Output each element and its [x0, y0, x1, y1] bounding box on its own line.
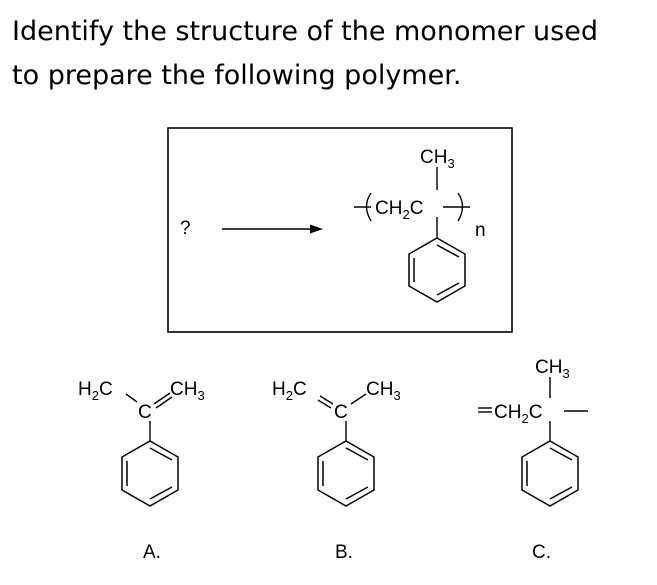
benzene-ring-icon [121, 440, 179, 507]
right-bracket-icon [457, 192, 464, 222]
choice-c[interactable]: CH3 CH2C C. [478, 357, 588, 563]
choice-a-left-group: H2C [78, 379, 113, 403]
choice-a[interactable]: H2C C CH3 A. [78, 379, 205, 563]
polymer-methyl: CH3 [420, 147, 455, 171]
choice-b-left-group: H2C [272, 379, 307, 403]
benzene-ring-icon [317, 440, 375, 507]
choice-a-right-group: CH3 [170, 379, 205, 403]
choice-b-label: B. [335, 542, 353, 563]
choice-a-center: C [138, 402, 152, 423]
polymer-structure: CH3 CH2C n [354, 147, 486, 303]
reaction-box: ? CH3 CH2C n [167, 127, 513, 333]
reaction-arrow-icon [222, 224, 323, 234]
question-text: Identify the structure of the monomer us… [12, 10, 652, 98]
choice-c-methyl: CH3 [535, 357, 570, 381]
benzene-ring-icon [521, 440, 579, 507]
reaction-frame [167, 127, 513, 333]
repeat-index: n [475, 220, 486, 241]
choice-b-center: C [334, 402, 348, 423]
question-line-2: to prepare the following polymer. [12, 60, 462, 91]
choice-b-right-group: CH3 [366, 379, 401, 403]
choice-b[interactable]: H2C C CH3 B. [272, 379, 401, 563]
benzene-ring-icon [408, 237, 466, 303]
polymer-backbone: CH2C [375, 198, 423, 222]
choice-c-label: C. [532, 542, 551, 563]
unknown-monomer: ? [180, 218, 191, 239]
choice-a-label: A. [143, 542, 161, 563]
choice-c-chain: CH2C [494, 402, 542, 426]
question-line-1: Identify the structure of the monomer us… [12, 16, 598, 47]
